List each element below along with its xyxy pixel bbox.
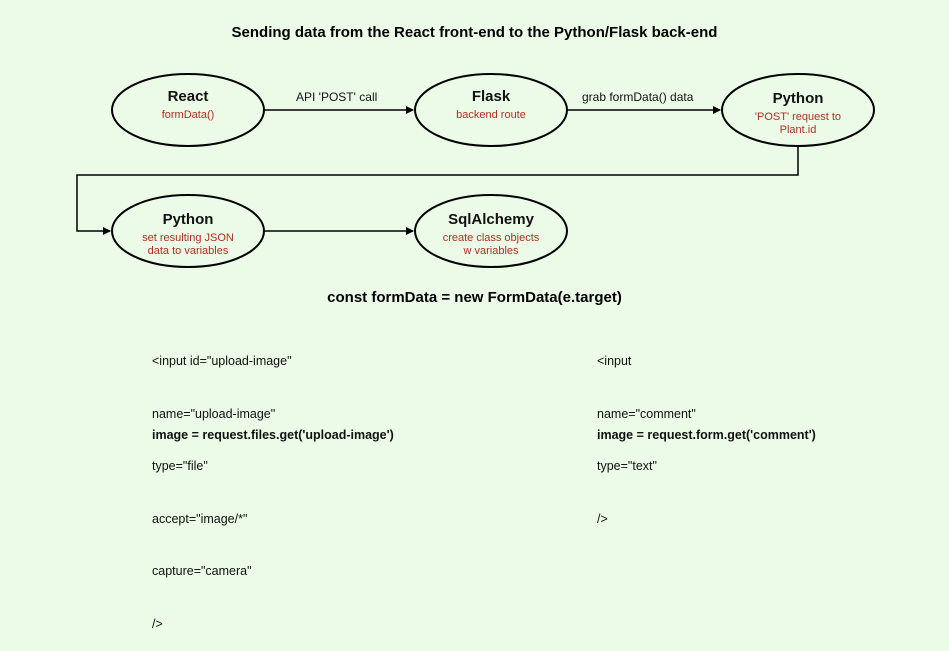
node-python-request-name: Python bbox=[772, 90, 824, 107]
node-sqlalchemy-name: SqlAlchemy bbox=[448, 211, 534, 228]
node-python-request-sub: 'POST' request to Plant.id bbox=[754, 111, 842, 136]
node-flask-sub: backend route bbox=[456, 109, 526, 121]
edge-label-flask-to-python: grab formData() data bbox=[582, 90, 694, 104]
right-code-line: type="text" bbox=[597, 459, 657, 473]
right-code-result: image = request.form.get('comment') bbox=[597, 428, 816, 442]
node-sqlalchemy-sub: create class objects w variables bbox=[442, 232, 540, 257]
left-code-block: <input id="upload-image" name="upload-im… bbox=[152, 318, 292, 651]
left-code-line: <input id="upload-image" bbox=[152, 354, 292, 368]
node-python-json-sub: set resulting JSON data to variables bbox=[142, 232, 234, 257]
node-sqlalchemy: SqlAlchemy create class objects w variab… bbox=[416, 211, 566, 258]
node-flask: Flask backend route bbox=[416, 88, 566, 122]
node-react-name: React bbox=[167, 88, 209, 105]
node-react: React formData() bbox=[113, 88, 263, 122]
left-code-line: name="upload-image" bbox=[152, 406, 276, 421]
node-python-json: Python set resulting JSON data to variab… bbox=[113, 211, 263, 258]
code-heading: const formData = new FormData(e.target) bbox=[327, 289, 622, 306]
flow-diagram bbox=[76, 73, 875, 268]
edge-label-react-to-flask: API 'POST' call bbox=[296, 90, 378, 104]
sqlalchemy-node-shape bbox=[414, 194, 568, 268]
right-code-line: name="comment" bbox=[597, 406, 696, 421]
right-code-line: /> bbox=[597, 511, 608, 526]
node-python-json-name: Python bbox=[162, 211, 214, 228]
node-react-sub: formData() bbox=[161, 109, 215, 121]
node-python-request: Python 'POST' request to Plant.id bbox=[723, 90, 873, 137]
left-code-line: /> bbox=[152, 616, 163, 631]
left-code-line: accept="image/*" bbox=[152, 511, 248, 526]
diagram-title: Sending data from the React front-end to… bbox=[231, 24, 718, 41]
node-flask-name: Flask bbox=[471, 88, 511, 105]
left-code-line: capture="camera" bbox=[152, 564, 252, 578]
right-code-line: <input bbox=[597, 354, 632, 368]
left-code-line: type="file" bbox=[152, 459, 208, 473]
arrow-python-to-python bbox=[76, 146, 799, 235]
left-code-result: image = request.files.get('upload-image'… bbox=[152, 428, 394, 442]
